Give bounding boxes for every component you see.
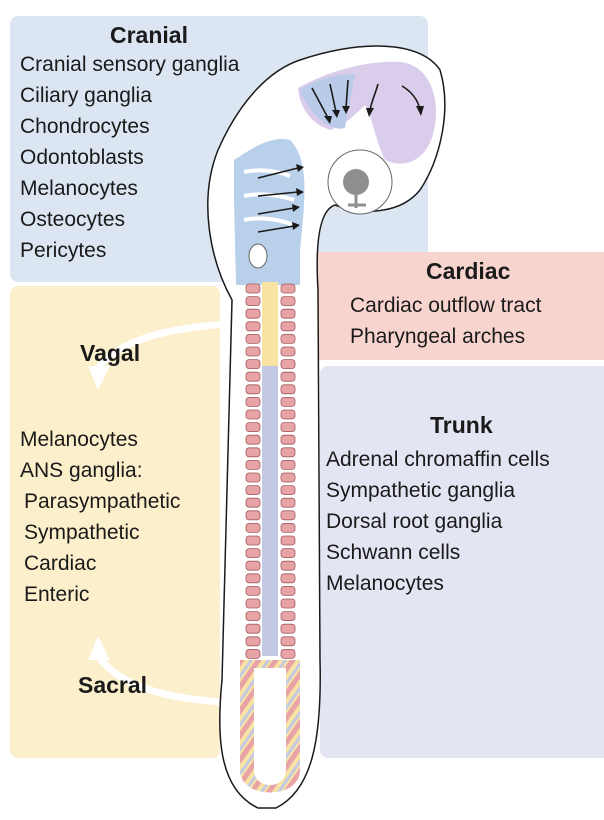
somite-left bbox=[246, 599, 260, 608]
somite-right bbox=[281, 284, 295, 293]
somite-right bbox=[281, 523, 295, 532]
somite-right bbox=[281, 586, 295, 595]
somite-left bbox=[246, 397, 260, 406]
somite-right bbox=[281, 599, 295, 608]
somite-left bbox=[246, 309, 260, 318]
somite-left bbox=[246, 372, 260, 381]
cardiac-title: Cardiac bbox=[426, 258, 510, 285]
somite-left bbox=[246, 561, 260, 570]
somite-right bbox=[281, 649, 295, 658]
cardiac-item: Pharyngeal arches bbox=[350, 321, 541, 352]
vagal-sacral-list: Melanocytes ANS ganglia: Parasympathetic… bbox=[20, 424, 180, 610]
somite-right bbox=[281, 385, 295, 394]
trunk-list: Adrenal chromaffin cells Sympathetic gan… bbox=[326, 444, 550, 599]
somite-right bbox=[281, 536, 295, 545]
somite-right bbox=[281, 448, 295, 457]
somite-right bbox=[281, 549, 295, 558]
somite-right bbox=[281, 334, 295, 343]
somite-left bbox=[246, 498, 260, 507]
vagal-title: Vagal bbox=[80, 340, 140, 367]
somite-left bbox=[246, 574, 260, 583]
somite-left bbox=[246, 460, 260, 469]
somite-left bbox=[246, 486, 260, 495]
cranial-item: Pericytes bbox=[20, 235, 239, 266]
cranial-item: Cranial sensory ganglia bbox=[20, 49, 239, 80]
somite-right bbox=[281, 410, 295, 419]
cranial-item: Chondrocytes bbox=[20, 111, 239, 142]
somite-left bbox=[246, 347, 260, 356]
somite-left bbox=[246, 649, 260, 658]
somite-left bbox=[246, 624, 260, 633]
somite-right bbox=[281, 498, 295, 507]
cardiac-item: Cardiac outflow tract bbox=[350, 290, 541, 321]
cranial-item: Melanocytes bbox=[20, 173, 239, 204]
somite-right bbox=[281, 473, 295, 482]
somite-right bbox=[281, 511, 295, 520]
cranial-item: Ciliary ganglia bbox=[20, 80, 239, 111]
somite-left bbox=[246, 612, 260, 621]
somite-right bbox=[281, 612, 295, 621]
cranial-item: Osteocytes bbox=[20, 204, 239, 235]
cranial-item: Odontoblasts bbox=[20, 142, 239, 173]
somite-left bbox=[246, 523, 260, 532]
somite-left bbox=[246, 334, 260, 343]
somite-right bbox=[281, 297, 295, 306]
somite-right bbox=[281, 561, 295, 570]
somite-right bbox=[281, 486, 295, 495]
cranial-list: Cranial sensory ganglia Ciliary ganglia … bbox=[20, 49, 239, 266]
somite-right bbox=[281, 322, 295, 331]
somite-right bbox=[281, 372, 295, 381]
somite-left bbox=[246, 435, 260, 444]
vagal-item: Sympathetic bbox=[20, 517, 180, 548]
neural-tube-vagal bbox=[262, 282, 278, 366]
somite-left bbox=[246, 473, 260, 482]
somite-left bbox=[246, 549, 260, 558]
somite-left bbox=[246, 385, 260, 394]
vagal-item: Enteric bbox=[20, 579, 180, 610]
somite-left bbox=[246, 448, 260, 457]
somite-left bbox=[246, 511, 260, 520]
somite-left bbox=[246, 536, 260, 545]
trunk-item: Sympathetic ganglia bbox=[326, 475, 550, 506]
somite-right bbox=[281, 423, 295, 432]
somite-right bbox=[281, 309, 295, 318]
trunk-title: Trunk bbox=[430, 412, 493, 439]
somite-right bbox=[281, 435, 295, 444]
somite-right bbox=[281, 574, 295, 583]
neural-tube-trunk bbox=[262, 366, 278, 656]
cranial-title: Cranial bbox=[110, 22, 188, 49]
trunk-item: Schwann cells bbox=[326, 537, 550, 568]
somite-left bbox=[246, 423, 260, 432]
trunk-item: Melanocytes bbox=[326, 568, 550, 599]
somite-left bbox=[246, 586, 260, 595]
vagal-item: ANS ganglia: bbox=[20, 455, 180, 486]
somite-right bbox=[281, 624, 295, 633]
somite-right bbox=[281, 397, 295, 406]
somite-left bbox=[246, 637, 260, 646]
somite-right bbox=[281, 637, 295, 646]
somite-right bbox=[281, 460, 295, 469]
vagal-item: Parasympathetic bbox=[20, 486, 180, 517]
somite-right bbox=[281, 347, 295, 356]
somite-left bbox=[246, 297, 260, 306]
trunk-item: Adrenal chromaffin cells bbox=[326, 444, 550, 475]
somite-left bbox=[246, 322, 260, 331]
sacral-title: Sacral bbox=[78, 672, 147, 699]
somite-right bbox=[281, 360, 295, 369]
somite-left bbox=[246, 410, 260, 419]
vagal-item: Cardiac bbox=[20, 548, 180, 579]
vagal-item: Melanocytes bbox=[20, 424, 180, 455]
cardiac-list: Cardiac outflow tract Pharyngeal arches bbox=[350, 290, 541, 352]
somite-left bbox=[246, 360, 260, 369]
somite-left bbox=[246, 284, 260, 293]
trunk-item: Dorsal root ganglia bbox=[326, 506, 550, 537]
